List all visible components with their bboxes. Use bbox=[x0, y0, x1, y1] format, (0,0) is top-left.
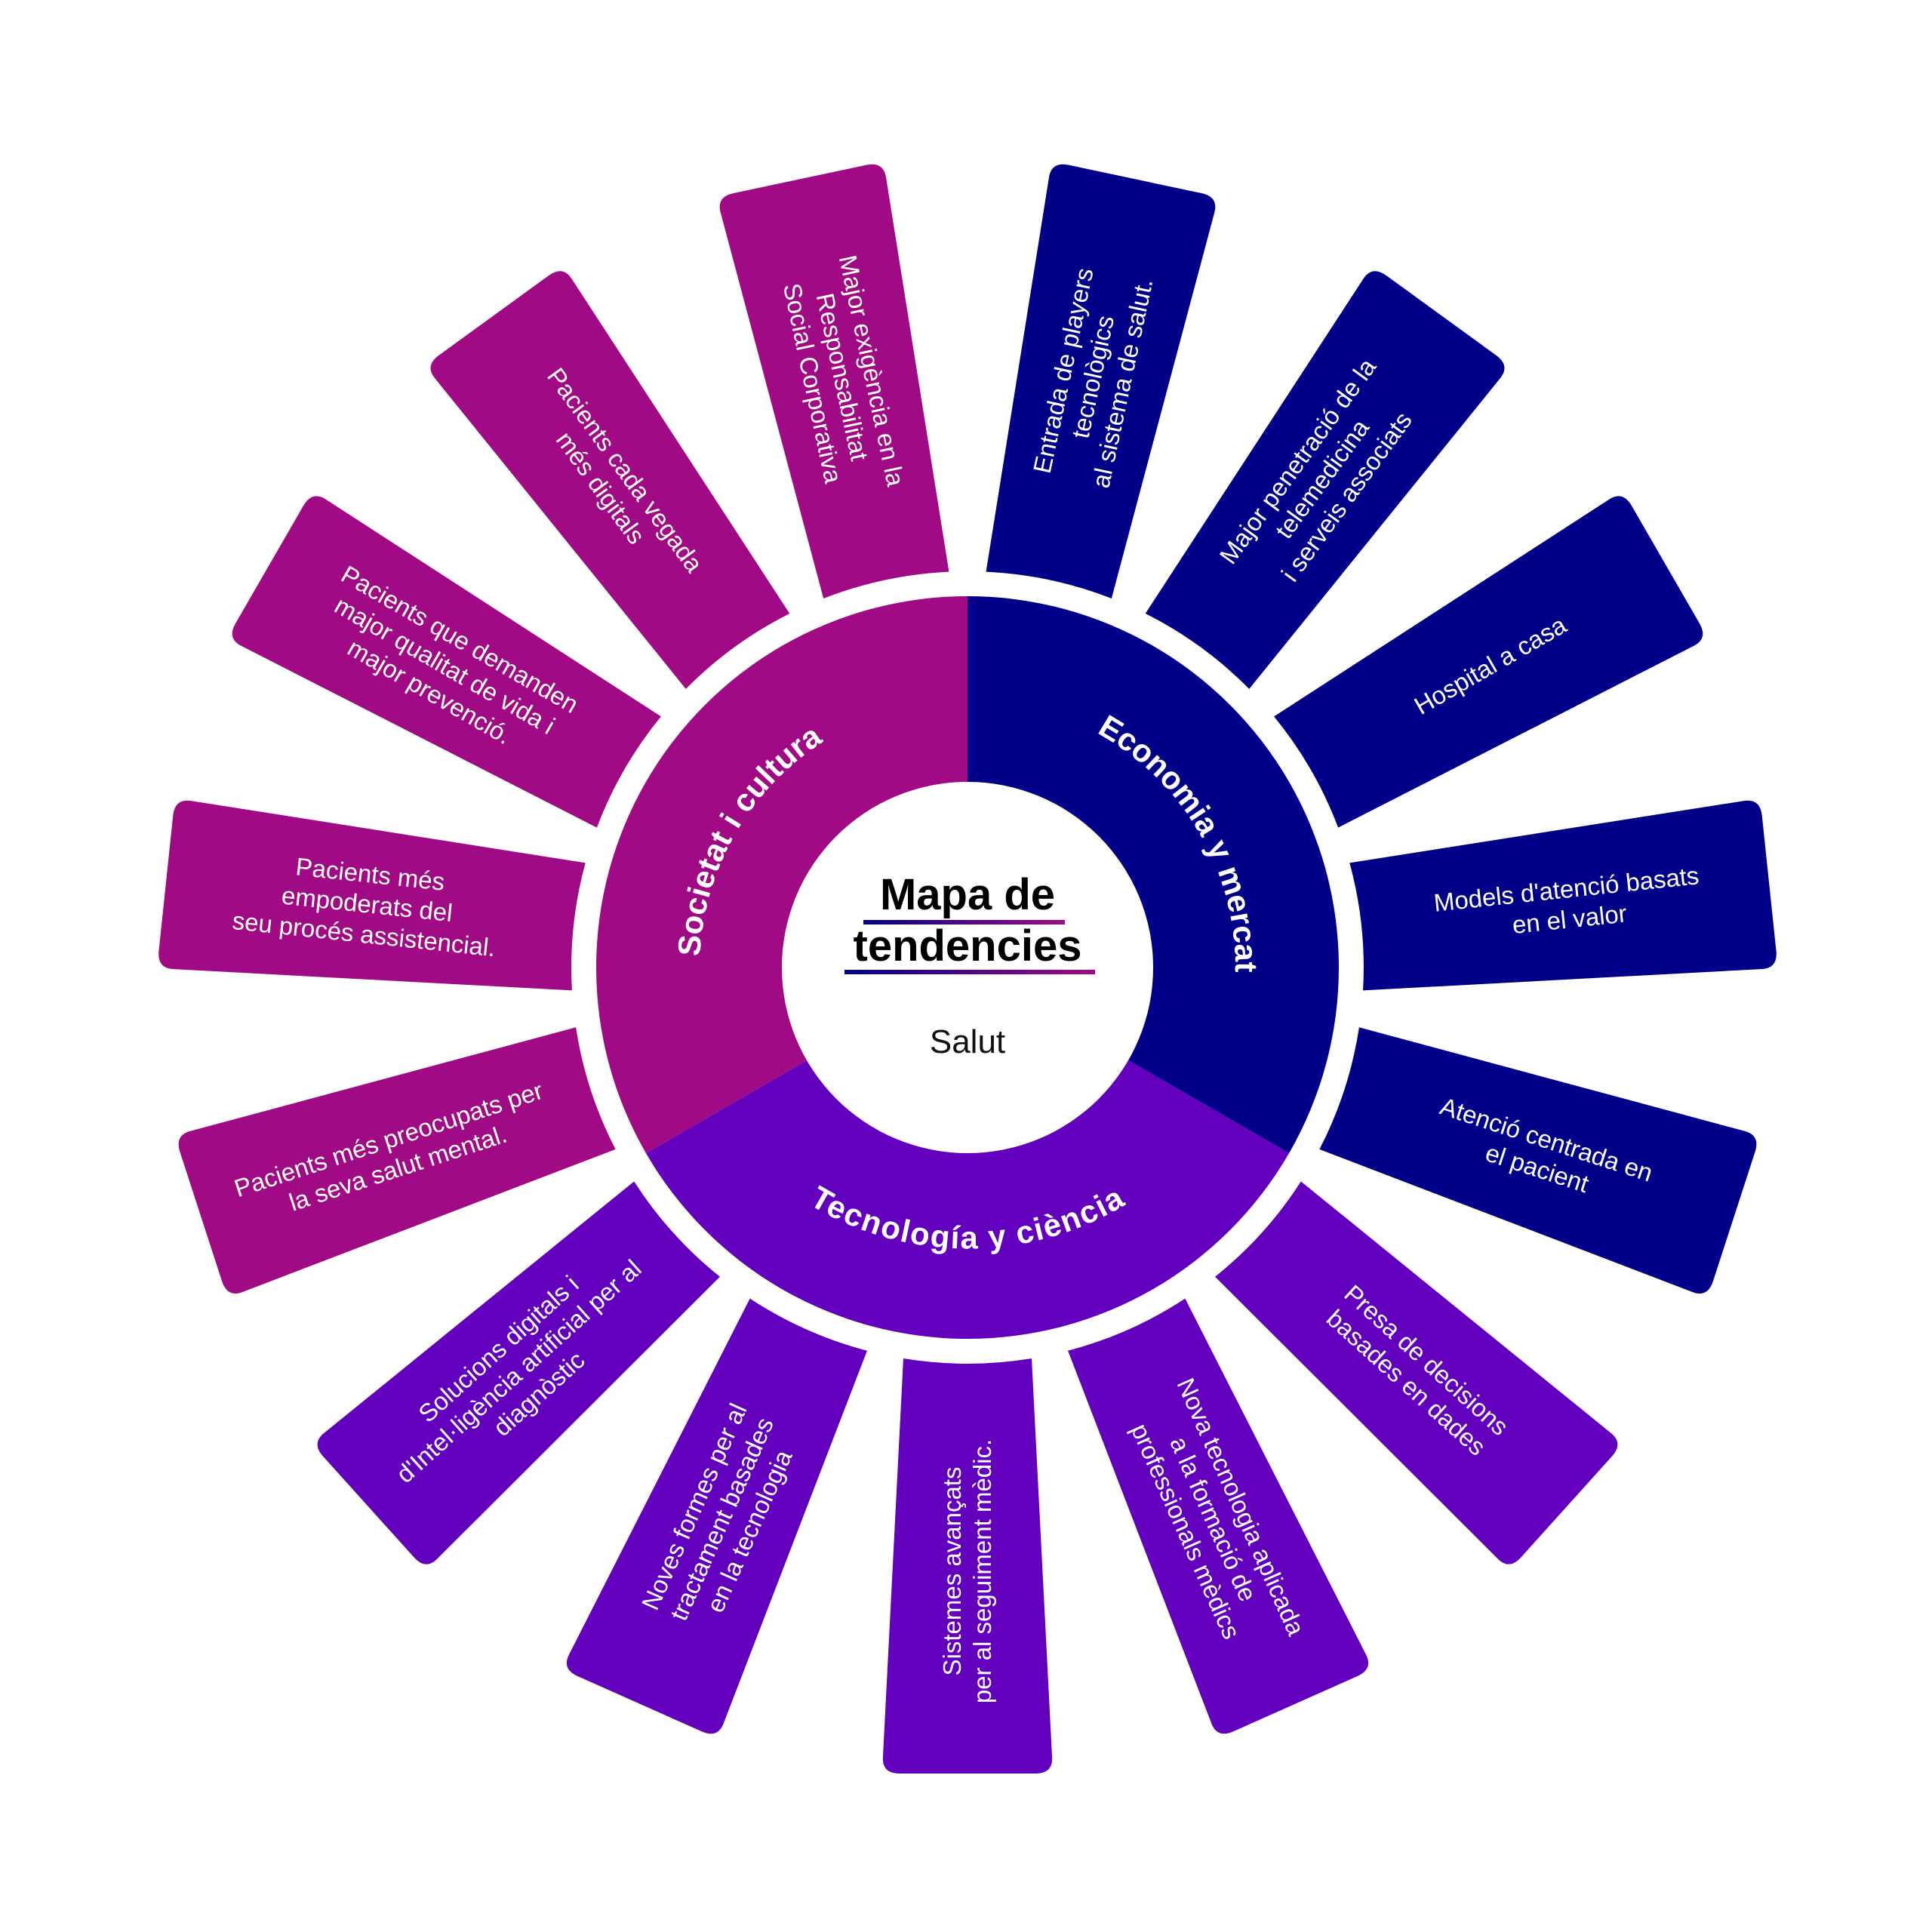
trend-petal: Pacients més preocupats perla seva salut… bbox=[178, 1027, 616, 1294]
trend-label: Sistemes avançatsper al seguiment mèdic. bbox=[938, 1439, 996, 1703]
petal-shape-tecnologia bbox=[1215, 1181, 1618, 1564]
petal-shape-tecnologia bbox=[317, 1181, 720, 1564]
petal-shape-societat bbox=[158, 800, 586, 991]
title-underline-2 bbox=[844, 970, 1095, 974]
trend-petal: Atenció centrada enel pacient bbox=[1319, 1027, 1757, 1294]
petal-shape-societat bbox=[232, 496, 661, 828]
title-line-2: tendencies bbox=[854, 921, 1082, 971]
petal-shape-economia bbox=[1319, 1027, 1757, 1294]
petal-shape-societat bbox=[430, 271, 790, 689]
petal-shape-economia bbox=[1349, 800, 1777, 991]
subtitle: Salut bbox=[930, 1023, 1005, 1060]
trend-petals: Entrada de playerstecnològicsal sistema … bbox=[158, 164, 1777, 1774]
petal-shape-economia bbox=[1274, 496, 1703, 828]
trend-petal: Hospital a casa bbox=[1274, 496, 1703, 828]
trend-petal: Sistemes avançatsper al seguiment mèdic. bbox=[882, 1358, 1053, 1774]
petal-shape-tecnologia bbox=[882, 1358, 1053, 1774]
petal-shape-economia bbox=[1145, 271, 1505, 689]
petal-shape-societat bbox=[178, 1027, 616, 1294]
center-circle bbox=[782, 782, 1153, 1153]
trend-petal: Models d'atenció basatsen el valor bbox=[1349, 800, 1777, 991]
petal-shape-societat bbox=[719, 164, 949, 598]
trend-petal: Pacients mésempoderats delseu procés ass… bbox=[158, 800, 586, 991]
title-line-1: Mapa de bbox=[880, 870, 1055, 919]
trend-petal: Major exigència en laResponsabilitatSoci… bbox=[719, 164, 949, 598]
trend-petal: Entrada de playerstecnològicsal sistema … bbox=[986, 164, 1216, 598]
trend-petal: Major penetració de latelemedicinai serv… bbox=[1145, 271, 1505, 689]
petal-shape-economia bbox=[986, 164, 1216, 598]
petal-shape-tecnologia bbox=[1068, 1298, 1369, 1734]
trend-petal: Nova tecnologia aplicadaa la formació de… bbox=[1068, 1298, 1369, 1734]
trend-label-line: Sistemes avançats bbox=[938, 1467, 966, 1676]
trend-label-line: per al seguiment mèdic. bbox=[968, 1439, 996, 1703]
petal-shape-tecnologia bbox=[566, 1298, 867, 1734]
trend-petal: Presa de decisionsbasades en dades bbox=[1215, 1181, 1618, 1564]
title-underline-1 bbox=[863, 920, 1065, 924]
